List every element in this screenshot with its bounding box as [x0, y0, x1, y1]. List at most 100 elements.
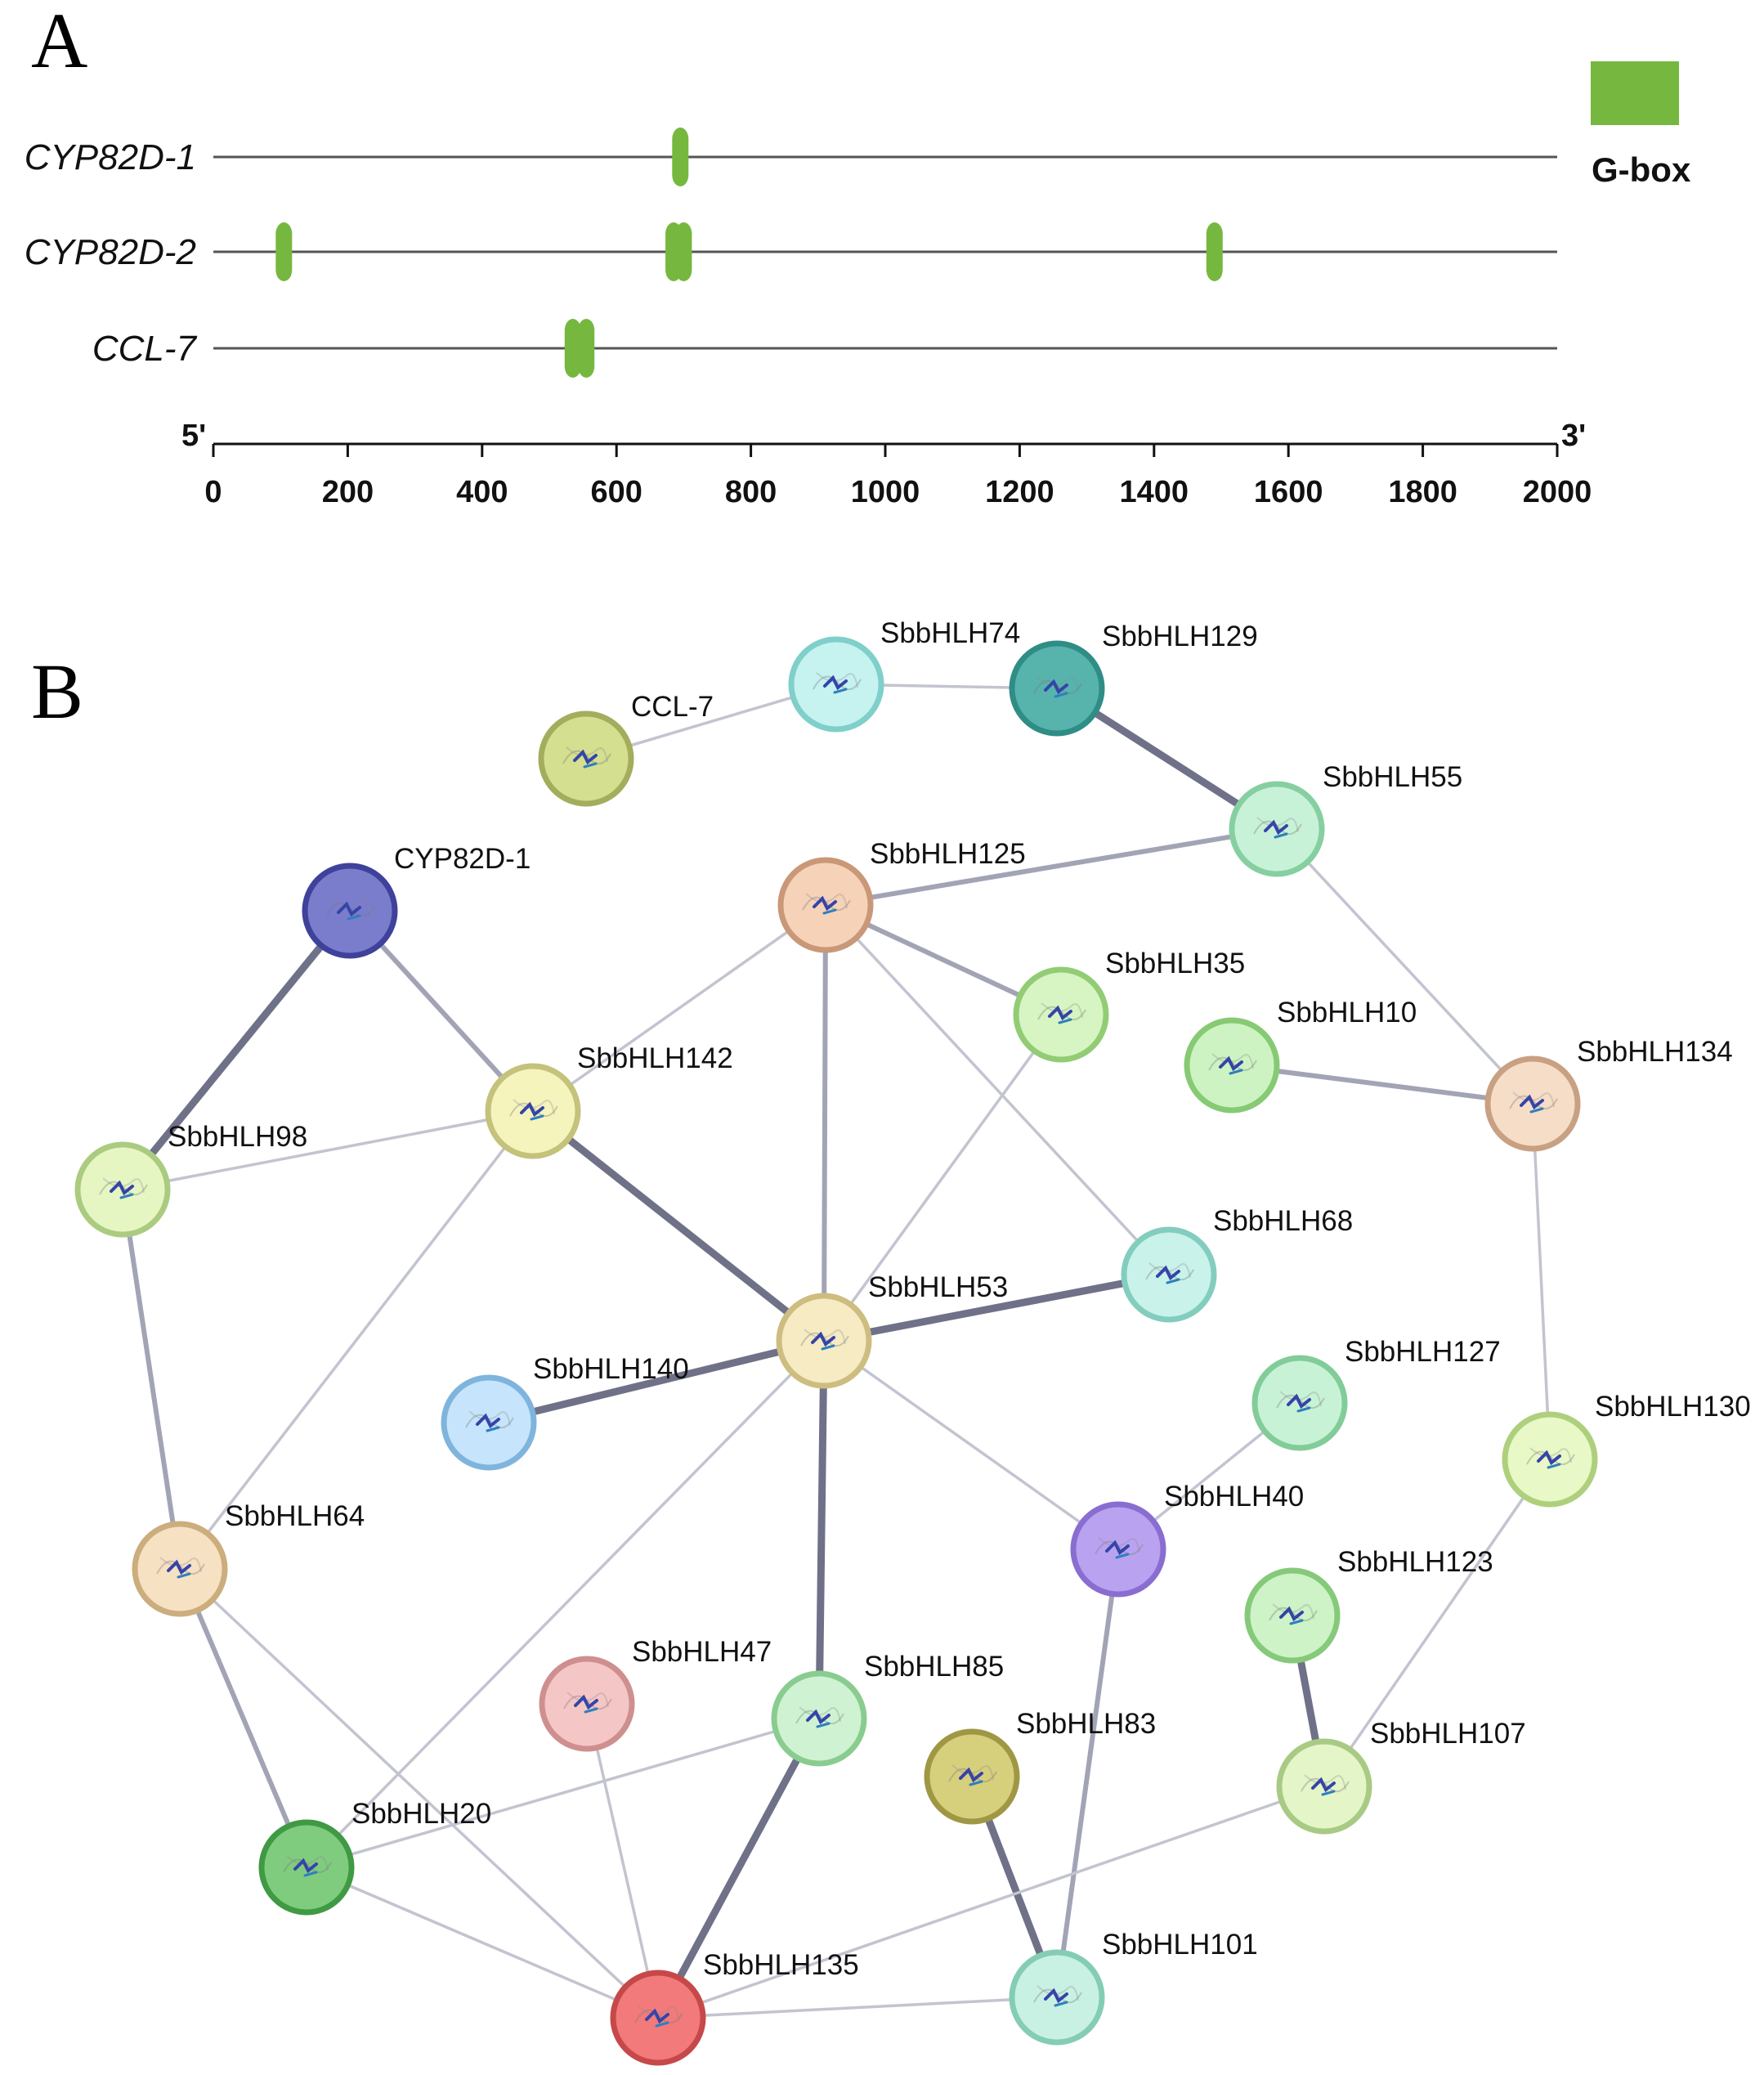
protein-structure-icon — [800, 1329, 849, 1351]
node-label: SbbHLH107 — [1370, 1718, 1526, 1750]
network-edge — [824, 903, 1171, 1276]
network-node[interactable]: SbbHLH140 — [441, 1353, 689, 1471]
network-edge — [822, 1339, 1120, 1551]
protein-structure-icon — [465, 1410, 514, 1432]
network-node[interactable]: SbbHLH20 — [258, 1798, 491, 1916]
node-label: SbbHLH142 — [577, 1042, 733, 1074]
node-label: SbbHLH134 — [1577, 1036, 1733, 1068]
node-label: SbbHLH64 — [225, 1500, 365, 1532]
gene-label: CCL-7 — [92, 329, 198, 369]
protein-structure-icon — [1033, 676, 1082, 698]
network-edge — [815, 1337, 828, 1723]
node-label: SbbHLH20 — [351, 1798, 491, 1830]
gbox-marker — [675, 222, 692, 281]
network-edge — [822, 1013, 1063, 1342]
network-node[interactable]: CCL-7 — [538, 691, 714, 807]
network-node[interactable]: SbbHLH123 — [1244, 1546, 1493, 1664]
panel-a-letter: A — [31, 0, 87, 84]
gbox-marker — [564, 319, 581, 378]
node-label: SbbHLH130 — [1595, 1391, 1751, 1423]
network-node[interactable]: SbbHLH35 — [1013, 948, 1245, 1063]
axis-tick-label: 2000 — [1523, 475, 1592, 509]
gene-row: CYP82D-1 — [25, 128, 1557, 186]
legend: G-box — [1591, 61, 1691, 189]
protein-structure-icon — [1509, 1091, 1558, 1114]
protein-structure-icon — [1269, 1603, 1318, 1625]
network-node[interactable]: SbbHLH127 — [1251, 1336, 1501, 1451]
network-node[interactable]: SbbHLH64 — [132, 1500, 365, 1617]
network-edge — [656, 1996, 1059, 2019]
axis-tick-label: 1600 — [1254, 475, 1323, 509]
network-node[interactable]: SbbHLH68 — [1121, 1205, 1353, 1323]
node-label: SbbHLH101 — [1102, 1929, 1258, 1961]
network-node[interactable]: SbbHLH135 — [610, 1949, 859, 2066]
network-edge — [585, 1702, 660, 2019]
network-edge — [305, 1866, 660, 2019]
network-node[interactable]: SbbHLH125 — [777, 838, 1026, 953]
network-edge — [654, 1714, 823, 2022]
network-node[interactable]: CYP82D-1 — [302, 843, 531, 959]
network-edge — [1323, 1458, 1551, 1788]
network-edge — [485, 1337, 828, 1427]
network-node[interactable]: SbbHLH134 — [1484, 1036, 1733, 1152]
protein-structure-icon — [1037, 1002, 1086, 1024]
network-node[interactable]: SbbHLH10 — [1184, 997, 1417, 1114]
legend-label-gbox: G-box — [1592, 150, 1691, 189]
protein-structure-icon — [948, 1764, 997, 1786]
network-node[interactable]: SbbHLH47 — [539, 1636, 772, 1752]
node-label: CCL-7 — [631, 691, 714, 723]
network-node[interactable]: SbbHLH107 — [1276, 1718, 1526, 1835]
protein-structure-icon — [326, 899, 375, 921]
legend-swatch-gbox — [1591, 61, 1679, 125]
network-node[interactable]: SbbHLH101 — [1009, 1929, 1258, 2046]
node-label: SbbHLH85 — [864, 1651, 1004, 1683]
network-edge — [305, 1339, 826, 1869]
gbox-marker — [578, 319, 595, 378]
protein-structure-icon — [1208, 1053, 1257, 1075]
gbox-marker — [275, 222, 293, 281]
network-node[interactable]: SbbHLH85 — [771, 1651, 1004, 1767]
protein-structure-icon — [1033, 1985, 1082, 2007]
protein-structure-icon — [283, 1855, 332, 1877]
protein-structure-icon — [634, 2006, 683, 2028]
axis-tick-label: 1400 — [1120, 475, 1189, 509]
protein-structure-icon — [1526, 1447, 1575, 1469]
axis-tick-label: 1200 — [985, 475, 1054, 509]
network-node[interactable]: SbbHLH40 — [1070, 1481, 1304, 1598]
network-edge — [120, 1187, 182, 1571]
axis-tick-label: 600 — [590, 475, 642, 509]
network-node[interactable]: SbbHLH142 — [485, 1042, 733, 1159]
node-label: CYP82D-1 — [394, 843, 531, 875]
network-edge — [656, 1785, 1326, 2019]
node-label: SbbHLH35 — [1105, 948, 1245, 979]
network-node[interactable]: SbbHLH53 — [776, 1271, 1008, 1389]
protein-structure-icon — [99, 1177, 148, 1199]
axis-tick-label: 1000 — [851, 475, 920, 509]
network-edge — [1229, 1063, 1535, 1106]
protein-structure-icon — [813, 672, 862, 694]
node-label: SbbHLH68 — [1213, 1205, 1353, 1237]
network-edge — [305, 1717, 821, 1869]
gene-label: CYP82D-1 — [25, 137, 196, 177]
network-edge — [119, 907, 354, 1194]
axis-tick-label: 800 — [725, 475, 777, 509]
network-node[interactable]: SbbHLH129 — [1009, 621, 1258, 737]
protein-structure-icon — [1253, 817, 1302, 839]
network-edge — [177, 1566, 309, 1870]
network-node[interactable]: SbbHLH74 — [788, 617, 1020, 733]
gene-row: CCL-7 — [92, 319, 1557, 378]
network-node[interactable]: SbbHLH83 — [924, 1708, 1156, 1825]
network-node[interactable]: SbbHLH98 — [74, 1121, 307, 1238]
axis-start-label: 5' — [181, 419, 206, 453]
axis-tick-label: 200 — [322, 475, 374, 509]
gbox-marker — [672, 128, 689, 186]
network-node[interactable]: SbbHLH130 — [1502, 1391, 1751, 1508]
node-label: SbbHLH123 — [1337, 1546, 1493, 1578]
network-node[interactable]: SbbHLH55 — [1229, 761, 1462, 877]
protein-structure-icon — [1095, 1537, 1144, 1559]
network-edge — [178, 1567, 660, 2019]
